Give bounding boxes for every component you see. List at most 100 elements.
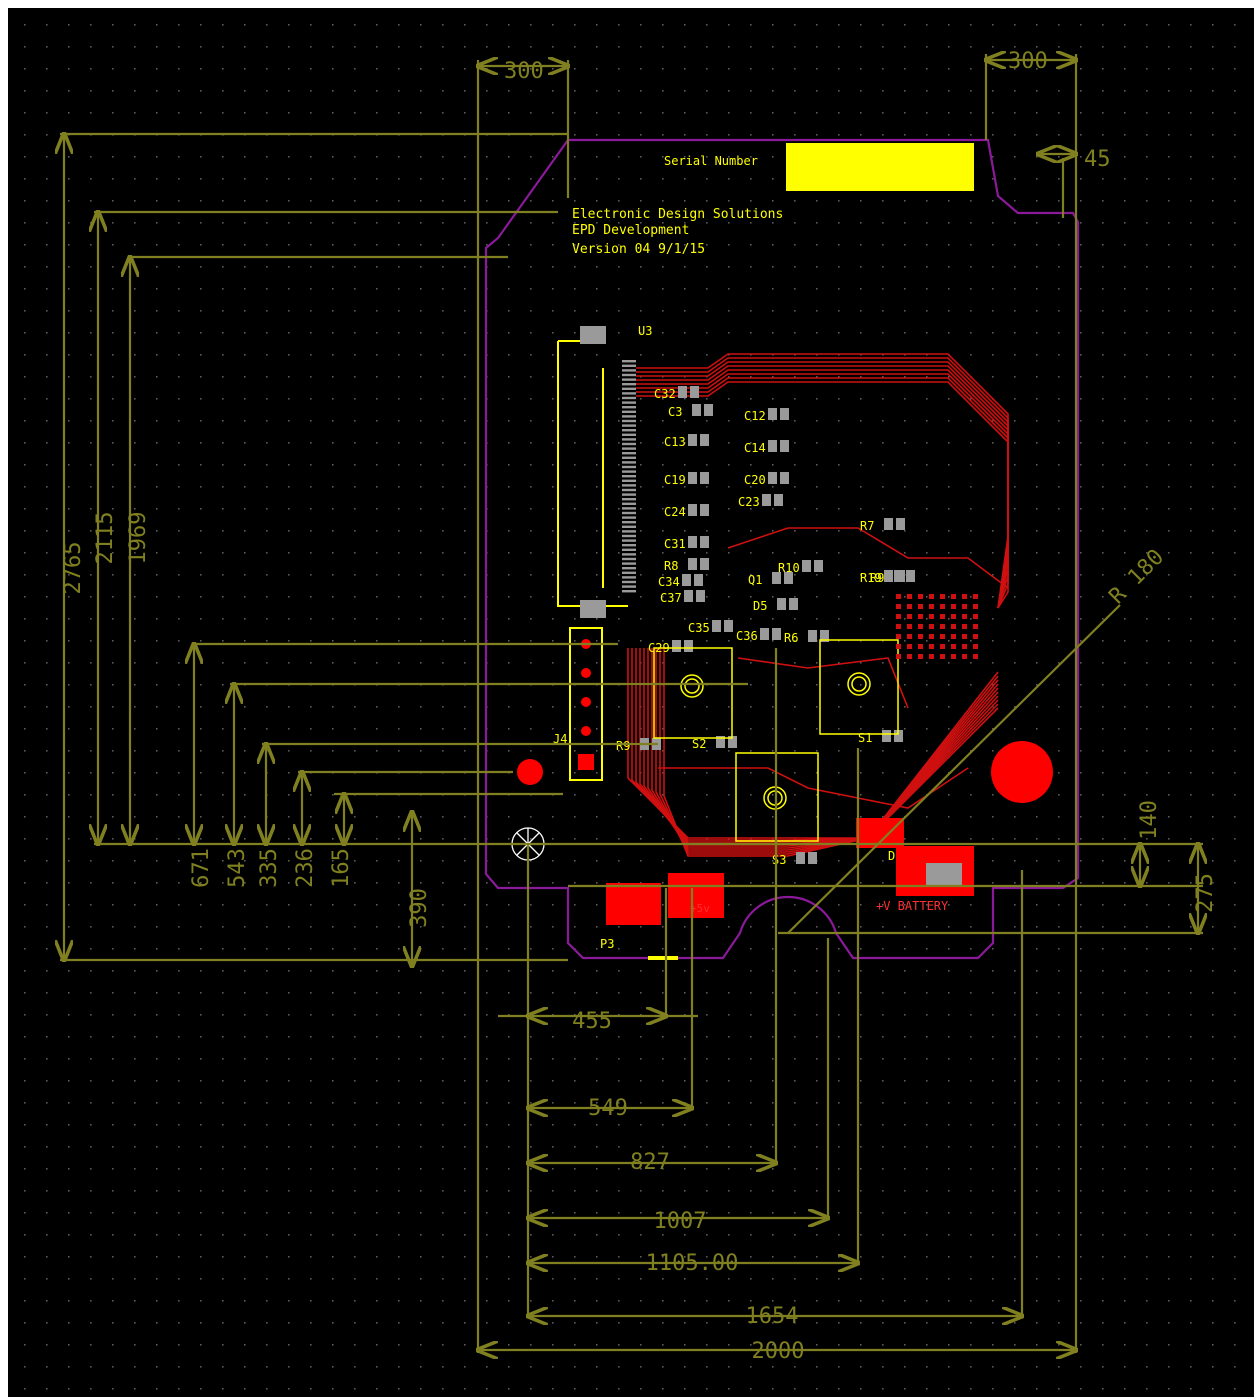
- component-pads: [640, 386, 933, 864]
- pad: [882, 730, 891, 742]
- switch-s2: [653, 647, 733, 739]
- pad: [820, 630, 829, 642]
- pad: [814, 560, 823, 572]
- serial-number-box: [786, 143, 974, 191]
- component-label-c34: C34: [658, 575, 680, 589]
- mount-hole-pad: [991, 741, 1053, 803]
- component-label-r7: R7: [860, 519, 874, 533]
- pad: [762, 494, 771, 506]
- dim-v-2765: 2765: [61, 542, 86, 595]
- pad: [690, 386, 699, 398]
- pad: [716, 736, 725, 748]
- pad: [692, 404, 701, 416]
- pad: [768, 408, 777, 420]
- dim-top-left: 300: [504, 59, 544, 84]
- component-label-r8: R8: [664, 559, 678, 573]
- pad: [808, 852, 817, 864]
- component-label-c19: C19: [664, 473, 686, 487]
- dim-r-275: 275: [1193, 873, 1218, 913]
- pad: [712, 620, 721, 632]
- component-label-c37: C37: [660, 591, 682, 605]
- dim-v-165: 165: [329, 848, 354, 888]
- j4-outline: [569, 627, 603, 781]
- pad: [704, 404, 713, 416]
- component-label-c24: C24: [664, 505, 686, 519]
- pcb-layout-canvas[interactable]: Serial Number Electronic Design Solution…: [8, 8, 1254, 1397]
- pad: [724, 620, 733, 632]
- pad: [688, 434, 697, 446]
- pad: [784, 572, 793, 584]
- pad: [688, 558, 697, 570]
- pad: [694, 574, 703, 586]
- pad: [700, 434, 709, 446]
- component-label-c31: C31: [664, 537, 686, 551]
- dim-h-455: 455: [572, 1009, 612, 1034]
- pad: [728, 736, 737, 748]
- pad: [688, 504, 697, 516]
- component-label-c3: C3: [668, 405, 682, 419]
- dim-v-671: 671: [189, 848, 214, 888]
- company-label: Electronic Design Solutions: [572, 207, 783, 222]
- component-label-c12: C12: [744, 409, 766, 423]
- pcb-drawing: Serial Number Electronic Design Solution…: [8, 8, 1254, 1397]
- dim-h-827: 827: [630, 1150, 670, 1175]
- dim-v-543: 543: [225, 848, 250, 888]
- dim-v-2115: 2115: [93, 512, 118, 565]
- pad: [789, 598, 798, 610]
- p3-label: P3: [600, 937, 614, 951]
- u3-label: U3: [638, 324, 652, 338]
- pad: [894, 730, 903, 742]
- component-label-r9: R9: [870, 571, 884, 585]
- dim-h-1007: 1007: [654, 1209, 707, 1234]
- pad: [906, 570, 915, 582]
- pad: [760, 628, 769, 640]
- pad: [684, 640, 693, 652]
- component-label-c36: C36: [736, 629, 758, 643]
- component-label-c32: C32: [654, 387, 676, 401]
- component-label-s3: S3: [772, 853, 786, 867]
- u3-pins: [622, 360, 636, 593]
- component-label-c13: C13: [664, 435, 686, 449]
- switch-s1: [819, 639, 899, 735]
- pad: [700, 558, 709, 570]
- component-label-c20: C20: [744, 473, 766, 487]
- dim-v-390: 390: [407, 888, 432, 928]
- pad: [688, 472, 697, 484]
- pad: [696, 590, 705, 602]
- component-label-d5: D5: [753, 599, 767, 613]
- j4-label: J4: [553, 732, 567, 746]
- pad: [700, 536, 709, 548]
- component-label-r10: R10: [778, 561, 800, 575]
- dim-h-549: 549: [588, 1096, 628, 1121]
- board-outline: [484, 138, 1080, 960]
- project-label: EPD Development: [572, 223, 689, 238]
- p3-mark: [648, 956, 678, 960]
- u3-mount-pad-top: [580, 326, 606, 344]
- version-label: Version 04 9/1/15: [572, 242, 705, 257]
- serial-label: Serial Number: [664, 154, 758, 168]
- dim-h-1654: 1654: [746, 1304, 799, 1329]
- bga-array: [896, 594, 978, 659]
- pad: [700, 472, 709, 484]
- p3-pad: [606, 883, 661, 925]
- dim-h-1105: 1105.00: [646, 1251, 739, 1276]
- component-label-s2: S2: [692, 737, 706, 751]
- component-label-r19: R19: [860, 571, 882, 585]
- dim-h-2000: 2000: [752, 1339, 805, 1364]
- pad: [768, 472, 777, 484]
- component-label-q1: Q1: [748, 573, 762, 587]
- battery-label: +V BATTERY: [876, 899, 949, 913]
- dim-r-140: 140: [1137, 800, 1162, 840]
- u3-mount-pad-bottom: [580, 600, 606, 618]
- pad: [768, 440, 777, 452]
- component-label-c23: C23: [738, 495, 760, 509]
- battery-inner-pad: [926, 863, 962, 887]
- pad: [796, 852, 805, 864]
- pad: [884, 518, 893, 530]
- pad: [700, 504, 709, 516]
- j4-pins: [578, 639, 594, 770]
- component-label-r6: R6: [784, 631, 798, 645]
- pad: [772, 572, 781, 584]
- led-pad: [517, 759, 543, 785]
